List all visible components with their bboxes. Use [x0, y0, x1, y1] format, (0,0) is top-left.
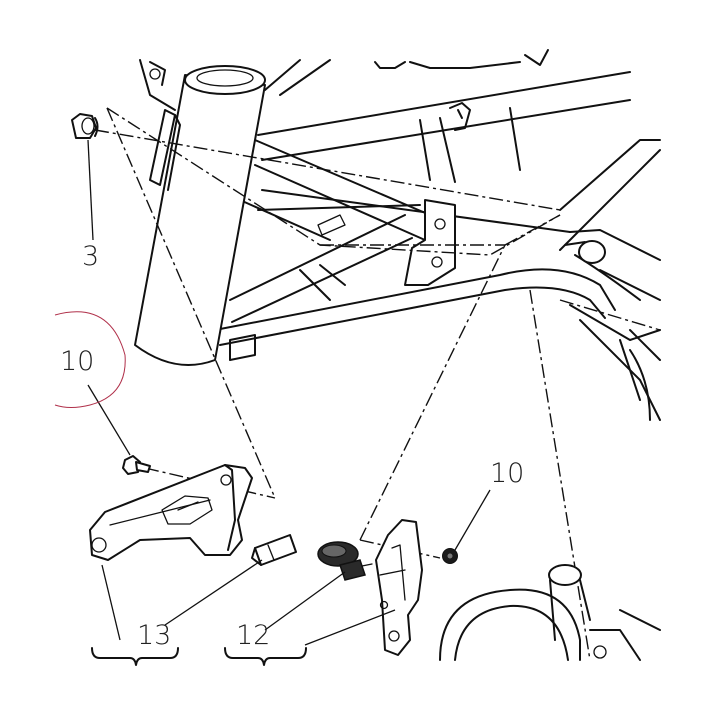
highlight-circle — [54, 311, 126, 408]
callout-bracket-left: 13 — [137, 620, 171, 651]
cable-clamp — [317, 541, 373, 581]
leader-lines — [101, 559, 396, 646]
part-13-bracket-left — [89, 464, 253, 561]
callout-nut-right: 10 — [490, 458, 524, 489]
callout-nut-upper: 3 — [82, 241, 99, 272]
part-10-bolt-left — [87, 384, 151, 475]
part-10-nut-right — [442, 489, 491, 564]
part-3-flange-nut — [71, 113, 99, 241]
engine-case-fragment — [439, 564, 661, 661]
callout-bolt-left: 10 — [60, 346, 94, 377]
group-brace-left — [91, 647, 179, 666]
group-brace-right — [224, 647, 307, 666]
spacer-block — [251, 534, 297, 566]
part-12-bracket-right — [375, 519, 423, 656]
head-tube — [134, 65, 266, 366]
assembly-reference-lines — [94, 107, 661, 661]
motorcycle-frame — [139, 49, 661, 421]
callout-bracket-right: 12 — [236, 620, 270, 651]
